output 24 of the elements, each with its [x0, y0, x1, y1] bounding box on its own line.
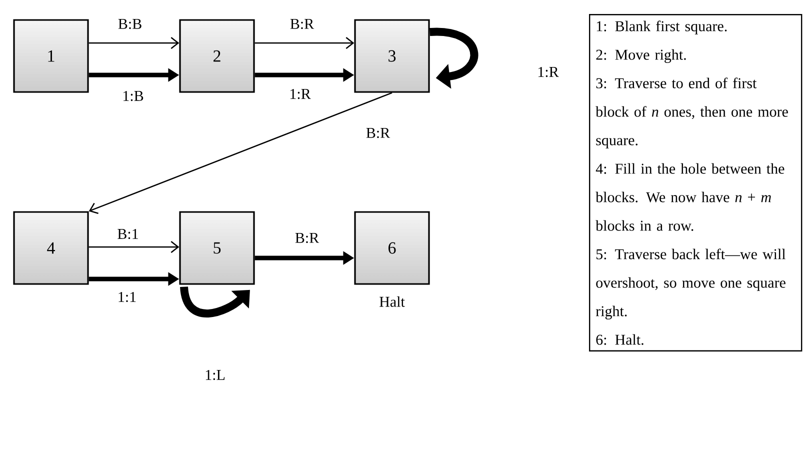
- edge-label: B:R: [288, 18, 316, 30]
- edge-label: 1:R: [536, 66, 560, 78]
- edge-label: B:1: [116, 228, 140, 240]
- arrow: [430, 28, 478, 89]
- notes-box: 1: Blank first square. 2: Move right. 3: Traverse to end of first block of n ones, then one more square. 4: Fill in the hole between the blocks. We now have n + m blocks in a row. 5: Traverse back left—we will overshoot, so move one square right. 6: Halt.: [589, 14, 802, 352]
- edge-label: 1:B: [121, 90, 145, 102]
- state-box: 5: [179, 211, 255, 285]
- state-box: 4: [13, 211, 89, 285]
- arrow: [88, 36, 180, 50]
- edge-label: B:B: [116, 18, 144, 30]
- edge-label: 1:R: [288, 88, 312, 100]
- state-box: 3: [354, 19, 430, 93]
- arrow: [88, 240, 180, 253]
- edge-label: 1:L: [204, 368, 226, 382]
- edge-label: B:R: [364, 126, 392, 140]
- arrow: [88, 92, 392, 214]
- state-box: 2: [179, 19, 255, 93]
- state-box: 1: [13, 19, 89, 93]
- arrow: [180, 286, 250, 318]
- edge-label: 1:1: [116, 290, 138, 304]
- state-caption: Halt: [380, 296, 405, 307]
- edge-label: B:R: [294, 232, 320, 244]
- arrow: [254, 36, 354, 50]
- state-box: 6: [354, 211, 430, 285]
